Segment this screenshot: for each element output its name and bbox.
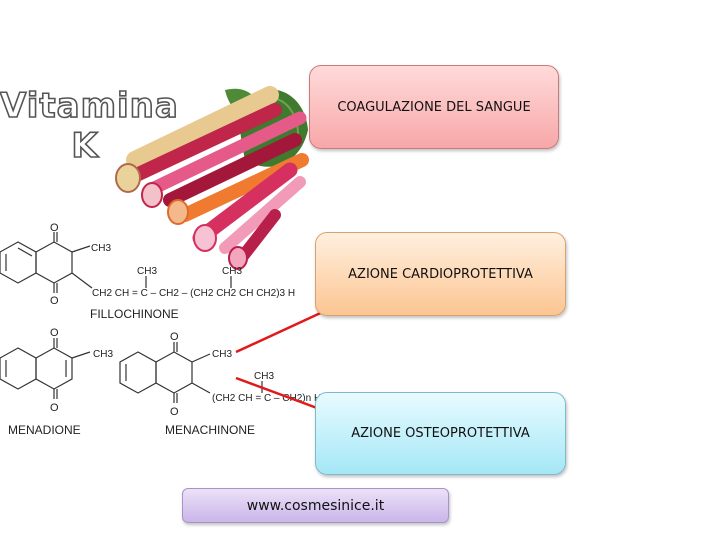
- title: Vitamina K: [0, 85, 179, 167]
- cardioprotective-box: AZIONE CARDIOPROTETTIVA: [315, 232, 566, 316]
- chard-stems: [123, 86, 309, 266]
- menaquinone-structure: [119, 342, 263, 403]
- menaquinone-ch3-branch: CH3: [254, 371, 274, 382]
- website-box[interactable]: www.cosmesinice.it: [182, 488, 449, 523]
- menadione-name: MENADIONE: [8, 423, 81, 437]
- title-line1: Vitamina: [0, 85, 179, 127]
- cardioprotective-label: AZIONE CARDIOPROTETTIVA: [348, 266, 533, 282]
- menadione-ch3: CH3: [93, 349, 113, 360]
- phylloquinone-ch3: CH3: [91, 243, 111, 254]
- phylloquinone-structure: [0, 232, 232, 293]
- coagulation-label: COAGULAZIONE DEL SANGUE: [337, 99, 531, 115]
- coagulation-box: COAGULAZIONE DEL SANGUE: [309, 65, 559, 149]
- osteoprotective-box: AZIONE OSTEOPROTETTIVA: [315, 392, 566, 475]
- phylloquinone-ch3-branch-2: CH3: [222, 266, 242, 277]
- phylloquinone-name: FILLOCHINONE: [90, 307, 179, 321]
- website-link[interactable]: www.cosmesinice.it: [246, 497, 385, 514]
- menaquinone-chain: (CH2 CH = C – CH2)n H: [212, 393, 321, 404]
- menaquinone-ch3: CH3: [212, 349, 232, 360]
- phylloquinone-chain: CH2 CH = C – CH2 – (CH2 CH2 CH CH2)3 H: [92, 288, 295, 299]
- phylloquinone-o-bottom: O: [50, 295, 59, 307]
- menadione-o-top: O: [50, 327, 59, 339]
- title-line2: K: [71, 125, 99, 167]
- osteoprotective-label: AZIONE OSTEOPROTETTIVA: [351, 426, 530, 441]
- menaquinone-name: MENACHINONE: [165, 423, 255, 437]
- phylloquinone-o-top: O: [50, 222, 59, 234]
- menaquinone-o-bottom: O: [170, 406, 179, 418]
- chard-cut-ends: [115, 163, 248, 270]
- menadione-o-bottom: O: [50, 402, 59, 414]
- menaquinone-o-top: O: [170, 331, 179, 343]
- phylloquinone-ch3-branch-1: CH3: [137, 266, 157, 277]
- menadione-structure: [0, 338, 91, 399]
